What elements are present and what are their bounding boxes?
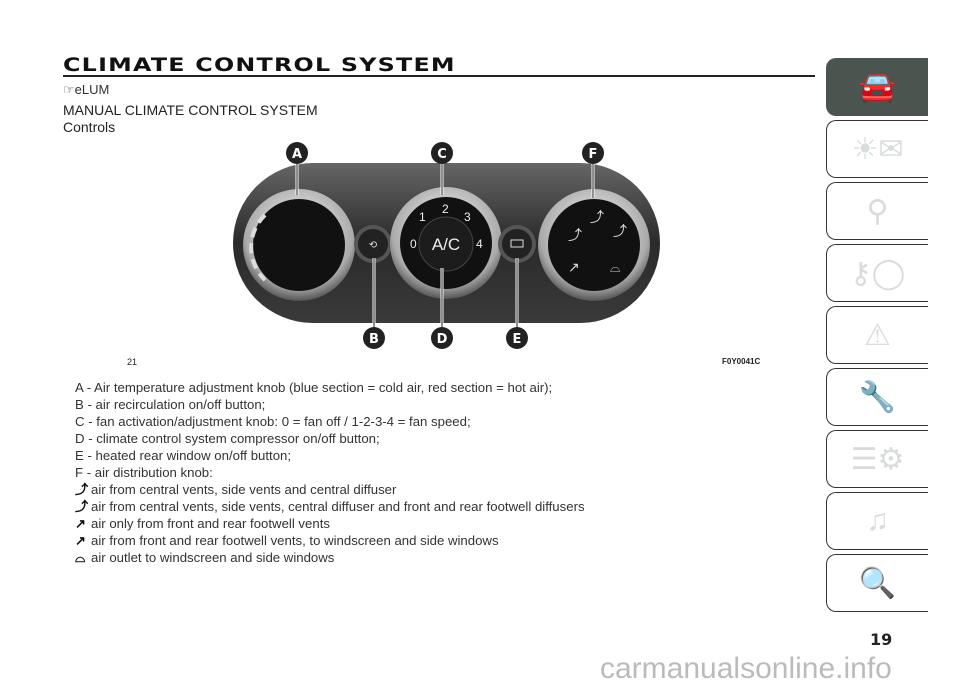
distribution-item: ↗ air from front and rear footwell vents,… [75,532,585,549]
fan-speed-2: 2 [442,202,449,216]
figure-code: F0Y0041C [722,357,761,366]
maintenance-icon: 🔧 [858,380,897,414]
distribution-text: air only from front and rear footwell ve… [91,516,330,531]
fan-speed-1: 1 [419,210,426,224]
desc-a: A - Air temperature adjustment knob (blu… [75,380,553,395]
tab-maintenance[interactable]: 🔧 [826,368,928,426]
desc-f: F - air distribution knob: [75,465,213,480]
desc-c: C - fan activation/adjustment knob: 0 = … [75,414,471,429]
emergency-icon: ⚠ [864,318,891,352]
key-steering-icon: ⚷◯ [849,256,906,290]
title-rule [63,75,815,77]
tab-warning-lights[interactable]: ☀✉ [826,120,928,178]
multimedia-icon: ♫ [866,504,889,537]
tab-car-info[interactable]: 🚘 [826,58,928,116]
tab-multimedia[interactable]: ♫ [826,492,928,550]
callout-d: D [437,332,448,347]
fan-speed-4: 4 [476,237,483,251]
section-title: MANUAL CLIMATE CONTROL SYSTEM [63,102,318,118]
safety-seatbelt-icon: ⚲ [866,194,889,228]
elum-icon: ☞eLUM [63,82,110,97]
svg-text:⟲: ⟲ [369,240,378,251]
distribution-text: air from central vents, side vents, cent… [91,499,585,514]
distribution-item: ⤴air from central vents, side vents, cen… [75,498,585,515]
callout-e: E [513,332,522,347]
knob-c-fan: A/C 0 1 2 3 4 [390,187,502,299]
windscreen-defrost-icon: ⌓ [75,550,86,565]
callout-c: C [437,147,447,162]
desc-e: E - heated rear window on/off button; [75,448,292,463]
warning-lights-icon: ☀✉ [851,132,904,166]
tab-starting-driving[interactable]: ⚷◯ [826,244,928,302]
svg-text:⤴: ⤴ [613,223,627,239]
distribution-item: ⌓ air outlet to windscreen and side windo… [75,549,585,566]
button-e-rear-defrost [498,225,536,263]
distribution-text: air outlet to windscreen and side window… [91,550,335,565]
distribution-text: air from front and rear footwell vents, … [91,533,499,548]
svg-text:↗: ↗ [568,259,580,275]
face-vent-icon: ⤴ [75,482,89,497]
car-info-icon: 🚘 [858,70,897,104]
distribution-text: air from central vents, side vents and c… [91,482,397,497]
callout-b: B [369,332,379,347]
subsection-title: Controls [63,119,116,135]
callout-f: F [589,147,598,162]
knob-f-distribution: ⤴ ⤴ ⤴ ↗ ⌓ [538,189,650,301]
tab-emergency[interactable]: ⚠ [826,306,928,364]
knob-a-temperature [243,189,355,301]
svg-text:⤴: ⤴ [568,227,582,243]
distribution-item: ↗ air only from front and rear footwell v… [75,515,585,532]
desc-d: D - climate control system compressor on… [75,431,380,446]
tab-safety[interactable]: ⚲ [826,182,928,240]
svg-text:⤴: ⤴ [590,209,604,225]
desc-b: B - air recirculation on/off button; [75,397,266,412]
page-number: 19 [870,630,893,649]
face-foot-vent-icon: ⤴ [75,499,89,514]
foot-vent-icon: ↗ [75,516,87,531]
fan-speed-0: 0 [410,237,417,251]
elum-label: eLUM [74,82,110,97]
callout-a: A [292,147,302,162]
figure-number: 21 [127,357,138,367]
technical-data-icon: ☰⚙ [850,442,905,476]
descriptions: A - Air temperature adjustment knob (blu… [75,379,585,566]
tab-index[interactable]: 🔍 [826,554,928,612]
tab-technical-data[interactable]: ☰⚙ [826,430,928,488]
button-b-recirculation: ⟲ [354,225,392,263]
ac-label: A/C [432,235,460,254]
index-icon: 🔍 [858,566,897,600]
svg-text:⌓: ⌓ [610,260,620,275]
page-title: CLIMATE CONTROL SYSTEM [63,54,456,76]
distribution-item: ⤴air from central vents, side vents and … [75,481,585,498]
watermark: carmanualsonline.info [600,652,892,683]
fan-speed-3: 3 [464,210,471,224]
foot-windscreen-vent-icon: ↗ [75,533,87,548]
